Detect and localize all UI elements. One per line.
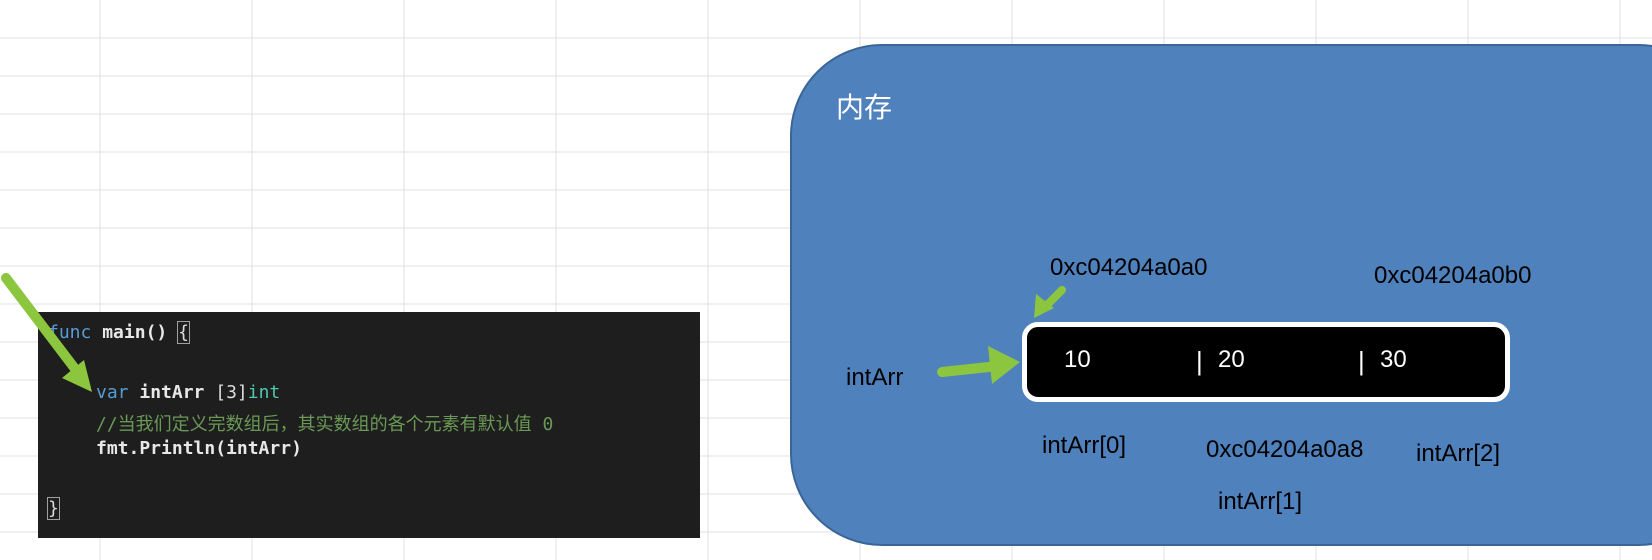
keyword-func: func (48, 322, 92, 343)
type-int: int (247, 382, 281, 403)
array-cell-1: 20 (1218, 346, 1245, 373)
open-brace: { (177, 321, 190, 344)
address-elem1: 0xc04204a0a8 (1206, 436, 1364, 463)
array-size: [3] (204, 382, 248, 403)
keyword-var: var (96, 382, 129, 403)
address-elem0: 0xc04204a0a0 (1050, 254, 1208, 281)
code-line-func: func main() { (48, 321, 190, 344)
index-label-1: intArr[1] (1218, 488, 1303, 515)
func-params: () (145, 322, 179, 343)
memory-label: 内存 (836, 91, 893, 124)
array-cell-0: 10 (1064, 346, 1091, 373)
memory-region (790, 44, 1652, 546)
code-line-comment: //当我们定义完数组后，其实数组的各个元素有默认值 0 (96, 414, 554, 435)
code-line-println: fmt.Println(intArr) (96, 438, 302, 459)
index-label-0: intArr[0] (1042, 432, 1127, 459)
close-brace: } (47, 497, 60, 520)
array-separator-1: | (1196, 346, 1203, 376)
variable-name: intArr (139, 382, 205, 403)
array-cell-2: 30 (1380, 346, 1407, 373)
variable-label-intArr: intArr (846, 364, 904, 391)
code-editor-panel: func main() { var intArr [3]int //当我们定义完… (38, 312, 700, 538)
array-separator-2: | (1358, 346, 1365, 376)
index-label-2: intArr[2] (1416, 440, 1501, 467)
code-line-var: var intArr [3]int (96, 382, 280, 403)
function-name: main (102, 322, 146, 343)
address-elem2: 0xc04204a0b0 (1374, 262, 1532, 289)
array-box (1022, 322, 1510, 402)
